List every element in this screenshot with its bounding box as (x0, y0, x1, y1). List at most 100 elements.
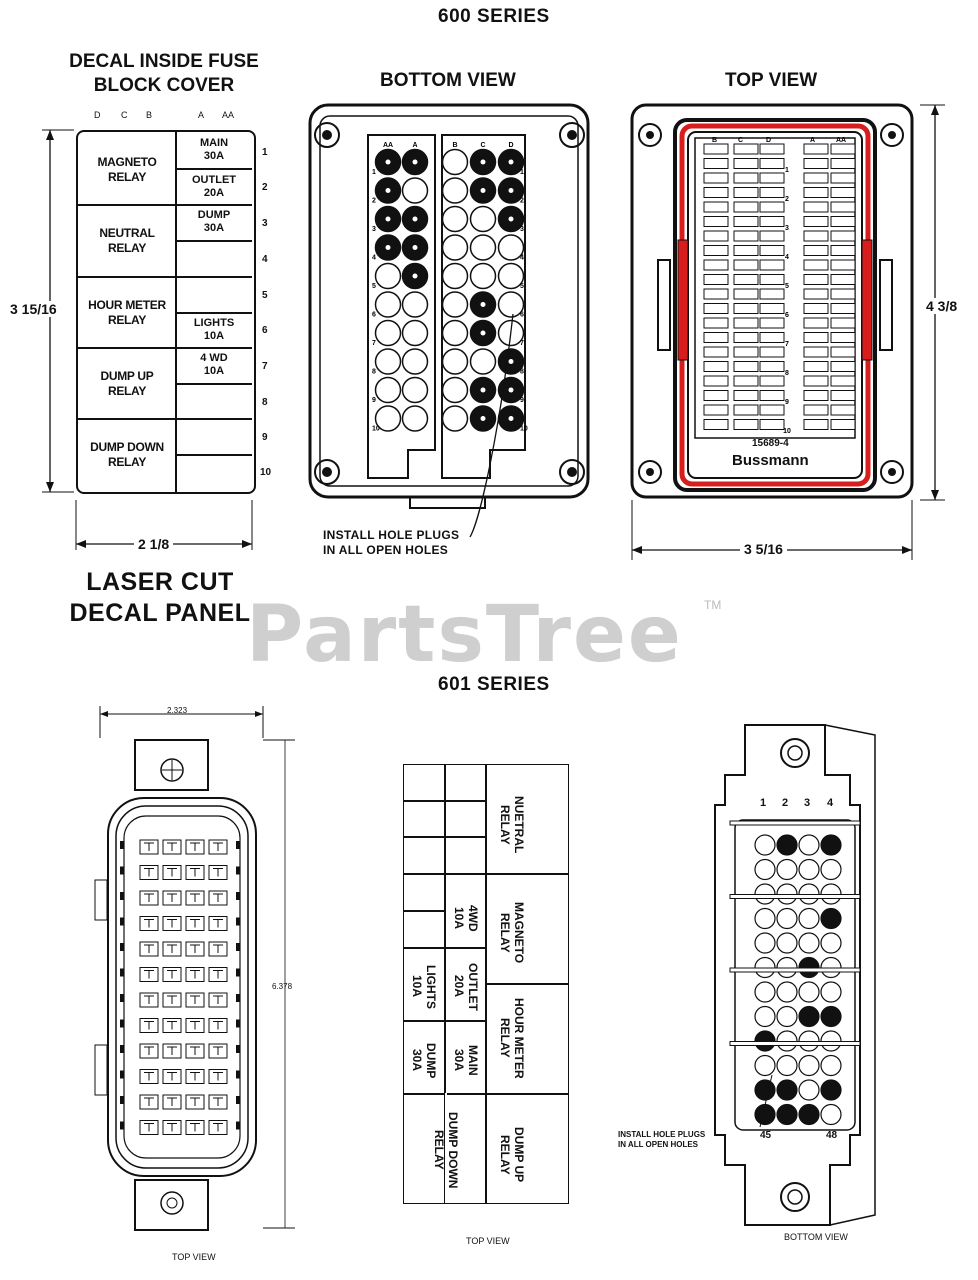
fuse-label: DUMP 30A (197, 209, 231, 234)
fuse-slot (759, 419, 785, 430)
row-number: 7 (262, 361, 268, 372)
col-number: 1 (760, 797, 767, 809)
relay-label-hour-meter: HOUR METER RELAY (88, 298, 166, 327)
cavity-hole (776, 1054, 798, 1077)
series-600-title: 600 SERIES (438, 6, 550, 27)
pin-latch (120, 994, 124, 1002)
cavity-hole (820, 858, 842, 881)
grid-line (404, 910, 444, 912)
cavity-hole (497, 262, 525, 290)
cavity-center (412, 216, 418, 222)
cavity-hole (754, 1079, 776, 1101)
fuse-slot (759, 303, 785, 314)
cavity-hole (820, 1079, 842, 1101)
fuse-slot (733, 274, 759, 285)
col-letter: D (94, 110, 101, 120)
fuse-slot (759, 143, 785, 155)
fuse-slot (759, 274, 785, 285)
fuse-slot (830, 390, 856, 401)
row-label: 4 (520, 255, 524, 262)
fuse-slot (830, 230, 856, 242)
fuse-separator (176, 454, 252, 456)
relay-label-dump-down-601: DUMP DOWN RELAY (432, 1111, 460, 1189)
pin-terminal (144, 1097, 154, 1106)
fuse-slot (803, 187, 829, 198)
fuse-slot (803, 404, 829, 416)
cavity-hole (374, 405, 402, 432)
fuse-slot (733, 245, 759, 256)
fuse-slot (703, 390, 729, 401)
pin-terminal (167, 1097, 177, 1106)
row-label: 5 (520, 283, 524, 290)
row-label: 1 (520, 169, 524, 176)
cavity-hole (776, 907, 798, 930)
row-rib (729, 820, 861, 826)
fuse-separator (176, 168, 252, 170)
pin-latch (236, 1121, 240, 1130)
column-letter: AA (836, 137, 846, 144)
cavity-center (508, 359, 514, 364)
fuse-slot (733, 230, 759, 242)
pin-terminal (213, 944, 223, 953)
fuse-slot (803, 332, 829, 343)
fuse-slot (703, 172, 729, 184)
fuse-label: 4 WD 10A (200, 352, 228, 377)
bottom-view-end-number: 45 (760, 1130, 772, 1141)
pin-terminal (190, 919, 200, 928)
relay-separator (78, 204, 176, 206)
fuse-slot (830, 375, 856, 387)
fuse-slot (759, 346, 785, 358)
fuse-slot (759, 245, 785, 256)
fuse-slot (830, 317, 856, 329)
fuse-slot (703, 303, 729, 314)
fuse-slot (803, 346, 829, 358)
connector-601-caption: TOP VIEW (172, 1252, 216, 1262)
cavity-hole (469, 234, 497, 261)
column-letter: C (738, 137, 743, 144)
pin-latch (120, 841, 124, 849)
fuse-slot (759, 361, 785, 372)
fuse-slot (803, 390, 829, 401)
pin-terminal (213, 1021, 223, 1030)
pin-terminal (167, 1072, 177, 1081)
fuse-slot (830, 216, 856, 227)
cavity-center (412, 273, 418, 279)
fuse-slot (733, 259, 759, 271)
row-number: 9 (262, 432, 268, 443)
row-number: 4 (785, 254, 789, 261)
row-label: 7 (520, 340, 524, 347)
pin-terminal (213, 868, 223, 877)
fuse-slot (703, 361, 729, 372)
fuse-slot (759, 158, 785, 169)
pin-terminal (167, 868, 177, 877)
pin-terminal (167, 1021, 177, 1030)
fuse-slot (703, 419, 729, 430)
grid-gap (445, 1093, 447, 1203)
cavity-hole (798, 1054, 820, 1077)
fuse-separator (176, 383, 252, 385)
bottom-view-601-caption: BOTTOM VIEW (784, 1232, 848, 1242)
bottom-view-end-number: 48 (826, 1130, 838, 1141)
pin-latch (120, 943, 124, 951)
fuse-slot (803, 259, 829, 271)
laser-cut-title: LASER CUT DECAL PANEL (69, 568, 251, 627)
fuse-slot (759, 288, 785, 300)
pin-terminal (190, 1123, 200, 1132)
fuse-slot (830, 361, 856, 372)
row-number: 6 (262, 325, 268, 336)
pin-latch (120, 1070, 124, 1079)
cavity-hole (754, 932, 776, 954)
fuse-slot (830, 158, 856, 169)
pin-terminal (213, 1123, 223, 1132)
fuse-slot (803, 201, 829, 213)
fuse-slot (830, 288, 856, 300)
pin-latch (236, 1045, 240, 1053)
fuse-slot (733, 201, 759, 213)
cavity-hole (441, 234, 469, 261)
row-label: 9 (520, 397, 524, 404)
cavity-hole (820, 932, 842, 954)
cavity-hole (401, 177, 429, 204)
fuse-slot (830, 245, 856, 256)
